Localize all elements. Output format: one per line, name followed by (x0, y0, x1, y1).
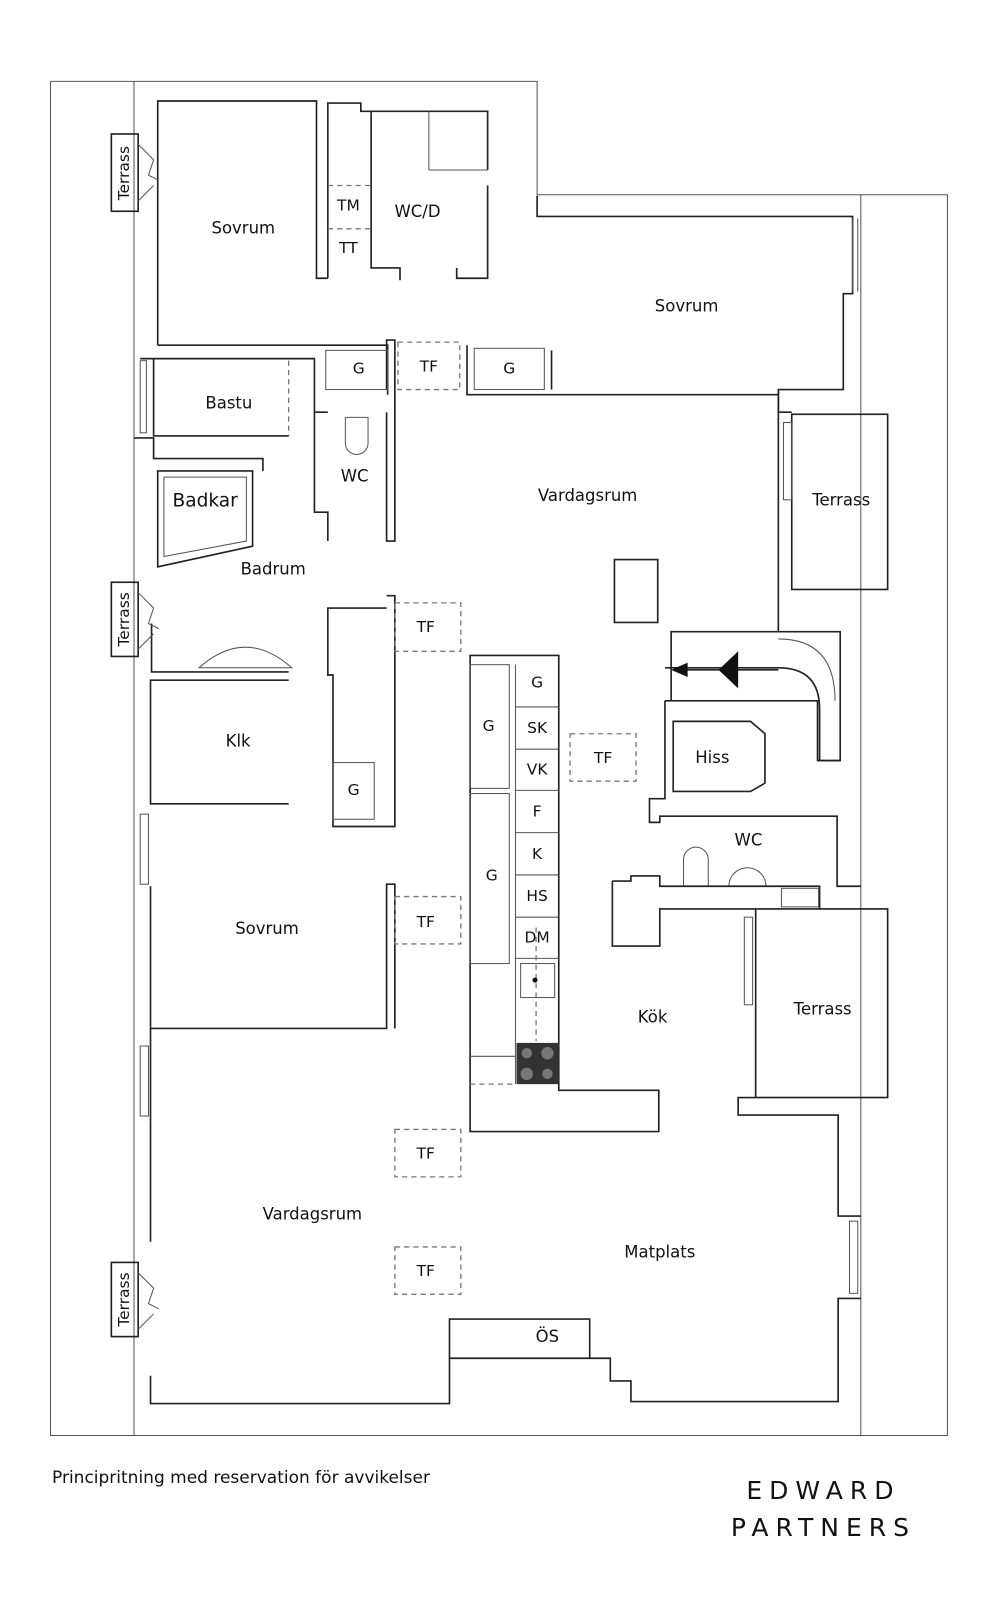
sink-icon (520, 963, 556, 999)
room-labels: Sovrum Sovrum Sovrum WC/D TM TT Bastu WC… (115, 146, 870, 1346)
walls (134, 100, 889, 1405)
storage-labels: G G G G G TF TF TF TF TF TF (348, 357, 613, 1280)
storage-label-tf: TF (416, 913, 435, 931)
room-label-kok: Kök (638, 1008, 668, 1027)
room-label-sovrum: Sovrum (235, 919, 299, 938)
room-label-vardagsrum: Vardagsrum (538, 486, 638, 505)
disclaimer-note: Principritning med reservation för avvik… (52, 1468, 430, 1488)
room-label-os: ÖS (536, 1327, 559, 1346)
room-label-terrass: Terrass (115, 146, 133, 201)
kitchen-unit-label: VK (527, 760, 549, 778)
room-label-terrass: Terrass (793, 999, 852, 1018)
kitchen-unit-label: K (532, 845, 543, 863)
room-label-wc: WC (341, 467, 369, 486)
room-label-terrass: Terrass (115, 592, 133, 647)
kitchen-unit-labels: G SK VK F K HS DM (524, 674, 549, 947)
room-label-tt: TT (338, 239, 358, 257)
brand-logo: EDWARD PARTNERS (731, 1472, 916, 1546)
room-label-bastu: Bastu (205, 393, 252, 412)
storage-label-tf: TF (416, 618, 435, 636)
room-label-wc: WC (735, 830, 763, 849)
storage-label-g: G (348, 781, 360, 799)
brand-line-2: PARTNERS (730, 1513, 916, 1542)
room-label-klk: Klk (226, 731, 251, 750)
storage-label-tf: TF (419, 357, 438, 375)
room-label-badkar: Badkar (173, 490, 239, 511)
kitchen-unit-label: HS (526, 887, 547, 905)
storage-label-tf: TF (593, 749, 612, 767)
room-label-sovrum: Sovrum (211, 218, 275, 237)
brand-line-1: EDWARD (746, 1476, 901, 1505)
kitchen-unit-label: F (533, 803, 542, 821)
kitchen-unit-label: SK (527, 719, 548, 737)
storage-label-g: G (483, 717, 495, 735)
room-label-badrum: Badrum (241, 559, 306, 578)
kitchen-unit-label: DM (524, 928, 549, 946)
outer-frame (49, 80, 948, 1437)
room-label-wc-d: WC/D (394, 202, 440, 221)
room-label-matplats: Matplats (624, 1243, 695, 1262)
storage-label-g: G (353, 359, 365, 377)
storage-label-g: G (503, 359, 515, 377)
storage-label-g: G (486, 866, 498, 884)
terrace-left (110, 133, 159, 1338)
room-label-sovrum: Sovrum (655, 297, 719, 316)
room-label-vardagsrum: Vardagsrum (263, 1205, 363, 1224)
kitchen-unit-label: G (531, 674, 543, 692)
storage-label-tf: TF (416, 1145, 435, 1163)
room-label-terrass: Terrass (811, 490, 870, 509)
room-label-hiss: Hiss (695, 748, 729, 767)
storage-label-tf: TF (416, 1262, 435, 1280)
room-label-tm: TM (336, 197, 360, 215)
room-label-terrass: Terrass (115, 1272, 133, 1327)
tf-boxes (325, 341, 637, 1296)
